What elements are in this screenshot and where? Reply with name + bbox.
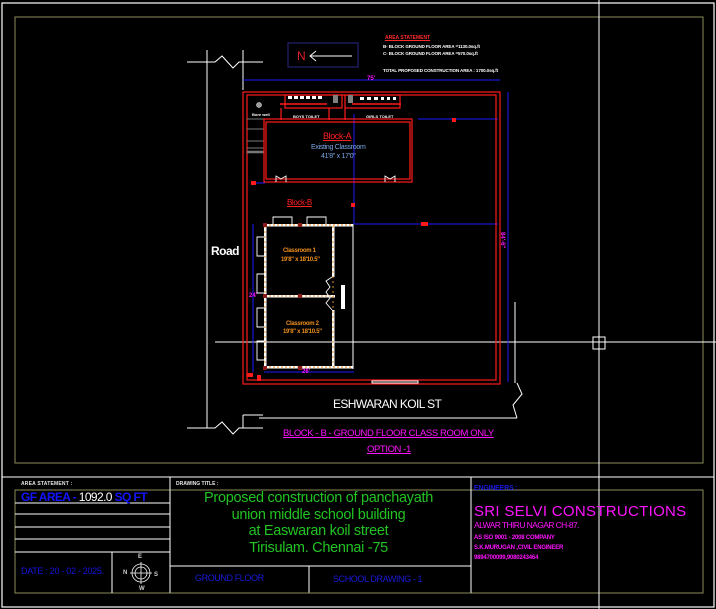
sheet-label: SCHOOL DRAWING - 1 <box>333 574 423 584</box>
gf-area-prefix: GF AREA - <box>21 490 79 504</box>
compass-icon <box>130 562 152 584</box>
phone-numbers: 9894700099,9080243464 <box>474 555 539 561</box>
toilet-fixtures <box>288 96 396 100</box>
column-marker <box>351 203 355 207</box>
column-marker <box>251 181 256 185</box>
dimension-lines <box>243 79 509 382</box>
block-b-walls <box>264 224 354 369</box>
block-b-title: Block-B <box>287 198 312 207</box>
drawing-caption: BLOCK - B - GROUND FLOOR CLASS ROOM ONLY <box>283 428 494 439</box>
compass-north: N <box>123 570 128 576</box>
drawing-title-label: DRAWING TITLE : <box>176 481 219 487</box>
girls-toilet-label: GIRLS TOILET <box>366 114 394 119</box>
gf-area: GF AREA - 1092.0 SQ FT <box>21 490 148 504</box>
drawing-title-line-3: at Easwaran koil street <box>248 523 389 539</box>
iso-certification: AS ISO 9001 - 2008 COMPANY <box>474 535 555 541</box>
classroom-1-name: Classroom 1 <box>283 248 316 254</box>
north-arrow-icon <box>309 50 352 62</box>
area-statement-label: AREA STATEMENT : <box>21 481 73 487</box>
road-label: Road <box>211 244 240 258</box>
engineer-name: S.K.MURUGAN ,CIVIL ENGINEER <box>474 545 564 551</box>
classroom-2-size: 19'8" x 18'10.5" <box>283 329 322 335</box>
gf-area-value: 1092.0 <box>78 490 113 504</box>
drawing-title: Proposed construction of panchayath unio… <box>176 490 461 556</box>
toilet-block <box>280 94 401 120</box>
cad-crosshair-cursor <box>592 0 606 609</box>
drawing-title-line-2: union middle school building <box>231 506 406 523</box>
site-boundary-wall <box>242 91 501 385</box>
classroom-1-size: 19'8" x 18'10.5" <box>281 257 320 263</box>
area-line-b: B- BLOCK GROUND FLOOR AREA =1130.0sq.ft <box>383 44 480 49</box>
drawing-date: DATE : 20 - 02 - 2025. <box>21 566 104 576</box>
area-statement-heading: AREA STATEMENT <box>385 35 431 41</box>
compass-west: W <box>139 586 145 592</box>
company-name: SRI SELVI CONSTRUCTIONS <box>474 503 687 520</box>
floor-label: GROUND FLOOR <box>195 573 264 583</box>
gf-area-unit: SQ FT <box>111 490 148 504</box>
drawing-option: OPTION -1 <box>367 444 411 455</box>
boys-toilet-label: BOYS TOILET <box>293 114 320 119</box>
north-arrow-box <box>287 42 359 68</box>
block-a-subtitle: Existing Classroom <box>311 144 366 151</box>
block-a-walls <box>263 118 413 183</box>
drawing-title-line-4: Tirisulam. Chennai -75 <box>249 539 388 556</box>
area-line-c: C- BLOCK GROUND FLOOR AREA =570.0sq.ft <box>383 51 478 56</box>
classroom-2-name: Classroom 2 <box>286 321 319 327</box>
street-label: ESHWARAN KOIL ST <box>333 397 442 411</box>
bore-well-label: Bore well <box>252 112 270 117</box>
north-label: N <box>297 49 306 63</box>
column-marker <box>452 118 456 122</box>
column-marker <box>421 222 428 226</box>
steps <box>247 118 264 154</box>
block-b-windows <box>256 216 333 361</box>
compass-south: S <box>154 572 159 578</box>
engineers-label: ENGINEERS : <box>474 485 518 492</box>
corner-markers <box>247 373 261 381</box>
drawing-frame <box>14 16 704 464</box>
block-b-columns <box>263 223 302 370</box>
dimension-top-width: 75' <box>367 76 376 82</box>
gate <box>371 380 419 384</box>
company-address: ALWAR THIRU NAGAR CH-87. <box>474 520 580 530</box>
road-lines <box>187 50 716 435</box>
block-a-doors <box>275 175 396 182</box>
bore-well-icon <box>256 102 262 108</box>
drawing-title-line-1: Proposed construction of panchayath <box>204 490 433 506</box>
compass-east: E <box>138 554 143 560</box>
block-a-size: 41'8" x 17'0" <box>321 153 356 160</box>
dimension-block-b-depth: 24' <box>249 293 258 299</box>
toilet-doors <box>333 95 353 103</box>
dimension-right-depth: 84'-6" <box>499 232 505 249</box>
block-a-title: Block-A <box>323 131 352 141</box>
dimension-block-b-width: 26' <box>302 369 311 375</box>
total-area: TOTAL PROPOSED CONSTRUCTION AREA : 1700.… <box>383 68 499 73</box>
